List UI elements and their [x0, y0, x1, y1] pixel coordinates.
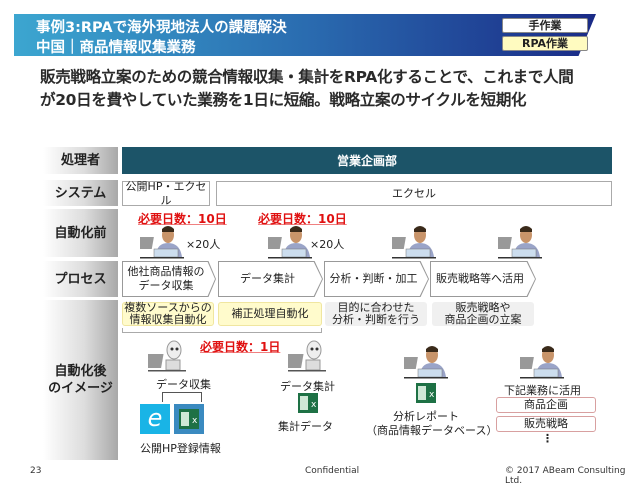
row-label-before: 自動化前: [43, 209, 118, 257]
use-item-product-planning: 商品企画: [496, 397, 596, 413]
use-label: 下記業務に活用: [504, 384, 581, 397]
legend-rpa: RPA作業: [502, 36, 588, 51]
robot-icon: [288, 340, 327, 372]
data-aggregate-label: データ集計: [280, 380, 335, 393]
public-hp-info-label: 公開HP登録情報: [140, 442, 221, 455]
excel-icon: [416, 383, 436, 403]
process-step-2: データ集計: [218, 261, 323, 297]
bracket-divider: [122, 328, 322, 333]
worker-icon: [392, 225, 437, 259]
excel-icon: [298, 393, 318, 413]
page-title: 事例3:RPAで海外現地法人の課題解決: [36, 20, 287, 36]
aggregate-data-label: 集計データ: [278, 420, 333, 433]
people-count-2: ×20人: [310, 238, 345, 251]
use-item-sales-strategy: 販売戦略: [496, 416, 596, 432]
data-collect-label: データ収集: [156, 378, 211, 391]
analysis-report-label: 分析レポート （商品情報データベース）: [366, 410, 498, 437]
page-number: 23: [30, 466, 42, 476]
strategy-box: 販売戦略や 商品企画の立案: [432, 302, 534, 326]
summary-line-1: 販売戦略立案のための競合情報収集・集計をRPA化することで、これまで人間: [40, 68, 574, 86]
system-box-1: 公開HP・エクセル: [122, 180, 210, 207]
header-banner: [14, 14, 596, 56]
automation-box-1: 複数ソースからの 情報収集自動化: [122, 302, 214, 326]
process-step-4: 販売戦略等へ活用: [430, 261, 536, 297]
worker-icon: [498, 225, 543, 259]
browser-icon: e: [140, 404, 170, 434]
required-days-1: 必要日数：10日: [138, 212, 227, 226]
required-days-after: 必要日数：1日: [200, 340, 281, 354]
more-ellipsis: ⋮: [542, 432, 553, 445]
required-days-2: 必要日数：10日: [258, 212, 347, 226]
excel-icon: [174, 404, 204, 434]
row-label-system: システム: [43, 180, 118, 206]
worker-icon: [140, 225, 185, 259]
system-box-2: エクセル: [216, 181, 612, 206]
confidential-label: Confidential: [305, 466, 360, 476]
page-subtitle: 中国｜商品情報収集業務: [36, 40, 196, 56]
robot-icon: [148, 340, 187, 372]
worker-icon: [404, 345, 449, 379]
worker-icon: [520, 345, 565, 379]
people-count-1: ×20人: [186, 238, 221, 251]
process-step-3: 分析・判断・加工: [324, 261, 429, 297]
automation-box-2: 補正処理自動化: [218, 302, 322, 326]
row-label-after: 自動化後 のイメージ: [43, 300, 118, 460]
row-label-processor: 処理者: [43, 147, 118, 174]
dept-bar: 営業企画部: [122, 147, 612, 174]
worker-icon: [268, 225, 313, 259]
summary-line-2: が20日を費やしていた業務を1日に短縮。戦略立案のサイクルを短期化: [40, 91, 527, 109]
analysis-box: 目的に合わせた 分析・判断を行う: [325, 302, 427, 326]
arrow-connector: [162, 392, 202, 402]
process-step-1: 他社商品情報の データ収集: [122, 261, 216, 297]
row-label-process: プロセス: [43, 261, 118, 297]
legend-manual: 手作業: [502, 18, 588, 33]
copyright: © 2017 ABeam Consulting Ltd.: [505, 466, 626, 486]
